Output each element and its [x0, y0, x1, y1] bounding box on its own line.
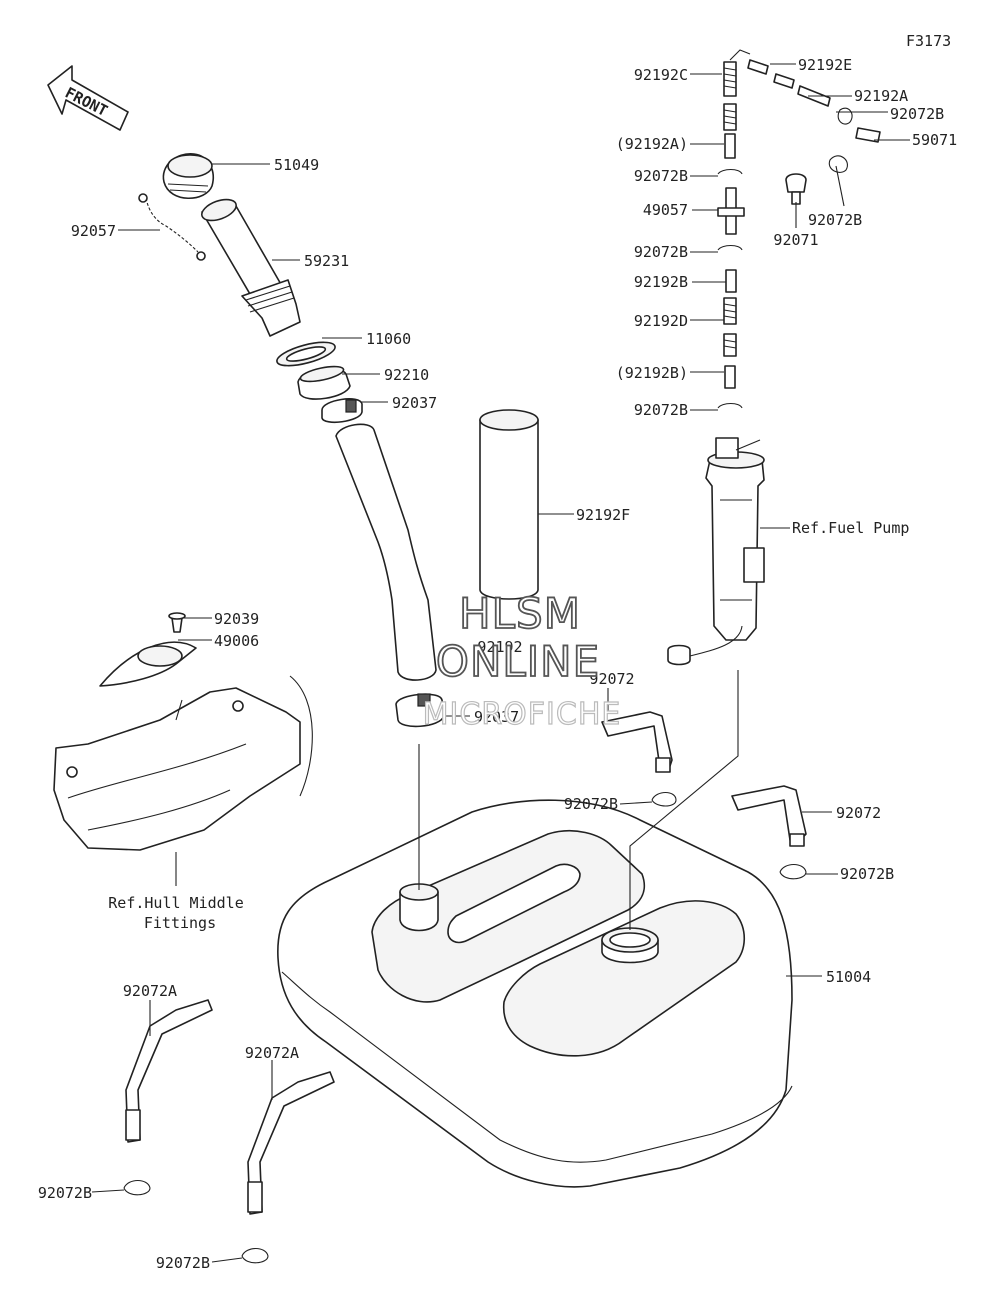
gasket-11060 — [276, 341, 336, 367]
nut-92210 — [297, 365, 351, 400]
filler-hose — [335, 423, 437, 681]
callout-92072-upper: 92072 — [589, 670, 634, 688]
callout-92072b-h: 92072B — [38, 1184, 92, 1202]
watermark-line3: MICROFICHE — [423, 697, 622, 732]
callout-92072b-b: 92072B — [634, 167, 688, 185]
callout-ref-hull-line2: Fittings — [144, 914, 216, 932]
tank-strap-92072a-left — [125, 999, 213, 1143]
callout-59231: 59231 — [304, 252, 349, 270]
callout-51049: 51049 — [274, 156, 319, 174]
watermark: HLSM ONLINE MICROFICHE — [422, 588, 622, 733]
tube-92192f — [479, 409, 539, 600]
fuel-tank-51004 — [277, 799, 793, 1188]
callout-49057: 49057 — [643, 201, 688, 219]
callout-92192: 92192 — [477, 638, 522, 656]
callout-92192e: 92192E — [798, 56, 852, 74]
watermark-line1: HLSM — [459, 589, 581, 638]
callout-ref-fuel-pump: Ref.Fuel Pump — [792, 519, 909, 537]
callout-92072-lower: 92072 — [836, 804, 881, 822]
callout-92072b-e: 92072B — [634, 401, 688, 419]
callout-92039: 92039 — [214, 610, 259, 628]
tank-strap-92072-upper — [601, 711, 673, 773]
callout-92192b: 92192B — [634, 273, 688, 291]
callout-49006: 49006 — [214, 632, 259, 650]
tank-strap-92072a-right — [247, 1071, 335, 1215]
callout-92072b-g: 92072B — [840, 865, 894, 883]
callout-ref-hull-line1: Ref.Hull Middle — [108, 894, 243, 912]
clips-92072b — [123, 791, 807, 1264]
callout-92057: 92057 — [71, 222, 116, 240]
callout-92192a: 92192A — [854, 87, 908, 105]
callout-92072a-right: 92072A — [245, 1044, 299, 1062]
callout-92210: 92210 — [384, 366, 429, 384]
callout-92192a-ref: (92192A) — [616, 135, 688, 153]
callout-59071: 59071 — [912, 131, 957, 149]
figure-number: F3173 — [906, 32, 951, 50]
cap-tether — [138, 193, 206, 261]
callout-92072b-c: 92072B — [808, 211, 862, 229]
fuel-pump-assembly — [667, 437, 765, 666]
watermark-line2: ONLINE — [436, 637, 600, 686]
callout-92072b-d: 92072B — [634, 243, 688, 261]
callout-92192d: 92192D — [634, 312, 688, 330]
callout-92072b-f: 92072B — [564, 795, 618, 813]
callout-92072b-a: 92072B — [890, 105, 944, 123]
callout-51004: 51004 — [826, 968, 871, 986]
hull-middle-fittings — [53, 612, 313, 851]
callout-92037-bottom: 92037 — [474, 708, 519, 726]
leader-lines — [91, 63, 910, 1263]
callout-92037-top: 92037 — [392, 394, 437, 412]
front-arrow-icon: FRONT — [47, 65, 129, 131]
callout-92071: 92071 — [773, 231, 818, 249]
clamp-92037-bottom — [395, 693, 445, 728]
callout-labels: 92192C 92192E 92192A 92072B (92192A) 590… — [38, 56, 957, 1272]
callout-92072a-left: 92072A — [123, 982, 177, 1000]
callout-92192f: 92192F — [576, 506, 630, 524]
callout-11060: 11060 — [366, 330, 411, 348]
clamp-92037-top — [321, 398, 363, 424]
callout-92192b-ref: (92192B) — [616, 364, 688, 382]
filler-neck — [201, 198, 301, 337]
callout-92072b-i: 92072B — [156, 1254, 210, 1272]
tank-strap-92072-lower — [731, 785, 807, 847]
fuel-cap — [162, 153, 214, 199]
callout-92192c: 92192C — [634, 66, 688, 84]
